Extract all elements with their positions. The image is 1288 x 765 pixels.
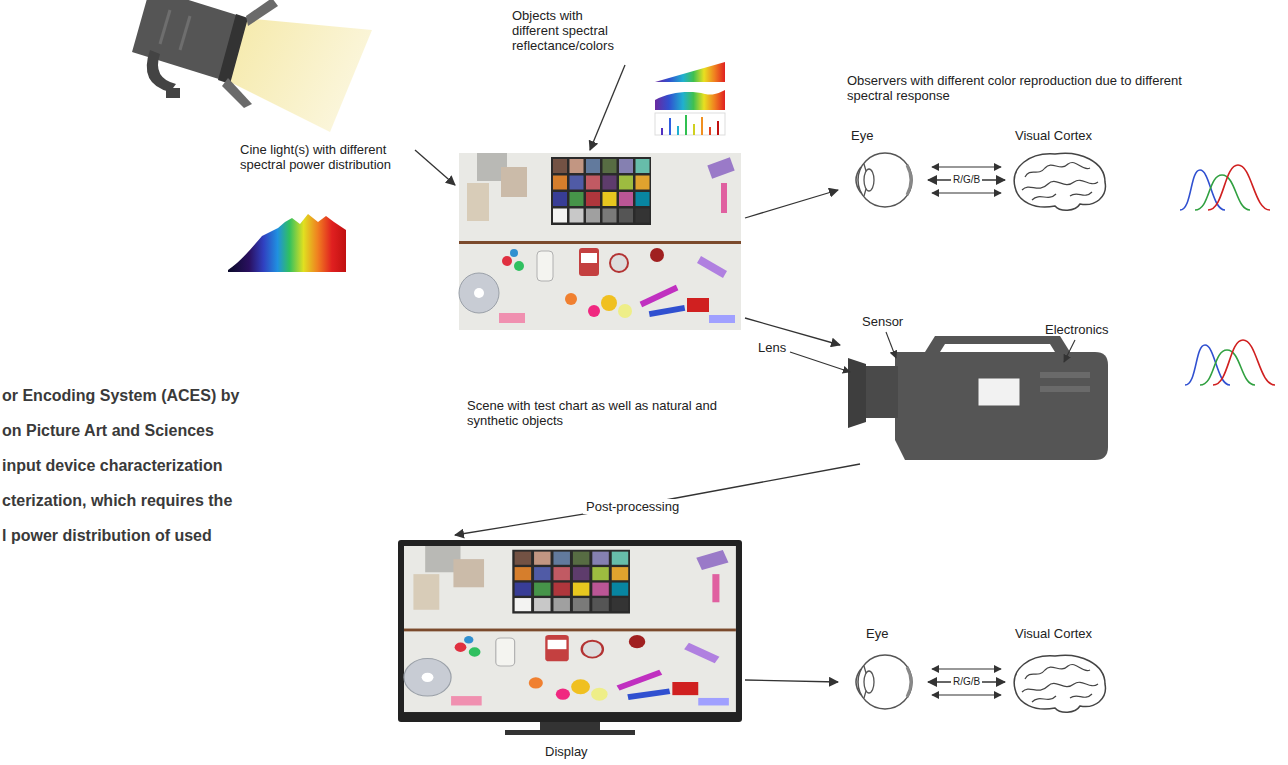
cine-light — [132, 0, 278, 108]
drawing-part — [180, 16, 190, 50]
drawing-part — [895, 352, 1108, 460]
drawing-part — [655, 113, 725, 135]
brain-drawing — [1014, 153, 1105, 210]
drawing-part — [661, 128, 663, 135]
node-label: Eye — [851, 128, 873, 143]
flow-arrow — [455, 464, 860, 535]
drawing-part — [398, 540, 742, 722]
body-text: or Encoding System (ACES) by — [2, 386, 239, 406]
reflectance-spectrum — [655, 62, 725, 82]
brain-icon: Visual Cortex — [1005, 125, 1115, 215]
drawing-part — [978, 378, 1020, 406]
drawing-part — [218, 14, 248, 84]
signal-arrow — [932, 668, 1001, 669]
edge-label: R/G/B — [951, 174, 982, 186]
node-label: Objects with different spectral reflecta… — [512, 8, 632, 53]
drawing-part — [147, 50, 176, 92]
body-text: l power distribution of used — [2, 526, 212, 546]
signal-arrow — [932, 694, 1001, 695]
node-label: Visual Cortex — [1015, 626, 1092, 641]
display-monitor: Display — [395, 535, 745, 763]
scene-photo — [459, 153, 741, 330]
drawing-part — [404, 546, 736, 712]
drawing-part — [222, 78, 252, 108]
node-label: Scene with test chart as well as natural… — [467, 398, 732, 428]
spectral-curves — [1185, 340, 1275, 385]
signal-arrow — [932, 192, 1001, 193]
drawing-part — [1040, 372, 1090, 378]
leader-line — [790, 352, 850, 372]
flow-arrow — [590, 65, 625, 150]
flow-arrow — [745, 680, 838, 682]
drawing-part — [693, 124, 695, 135]
body-text: cterization, which requires the — [2, 491, 232, 511]
drawing-part — [540, 722, 600, 730]
brain-icon: Visual Cortex — [1005, 622, 1115, 714]
drawing-part — [685, 115, 687, 135]
reflectance-spectrum — [655, 113, 725, 135]
node-label: Electronics — [1045, 322, 1109, 337]
drawing-part — [1040, 386, 1090, 392]
drawing-part — [701, 117, 703, 135]
drawing-part — [246, 0, 278, 26]
node-label: Visual Cortex — [1015, 128, 1092, 143]
drawing-part — [669, 118, 671, 135]
eye-drawing — [856, 153, 912, 207]
eye-drawing — [856, 655, 912, 709]
drawing-part — [864, 366, 898, 418]
object-note: Objects with different spectral reflecta… — [510, 5, 635, 65]
edge-label: R/G/B — [951, 676, 982, 688]
body-text: on Picture Art and Sciences — [2, 421, 214, 441]
leader-line — [1064, 340, 1075, 362]
eye-icon: Eye — [838, 125, 928, 215]
drawing-part — [848, 358, 866, 428]
eye-icon: Eye — [838, 622, 928, 714]
drawing-part — [160, 10, 170, 44]
body-text: input device characterization — [2, 456, 223, 476]
camera-icon: LensSensorElectronics — [840, 312, 1180, 464]
light-source: Cine light(s) with different spectral po… — [140, 0, 415, 280]
drawing-part — [709, 127, 711, 135]
heading-note: Observers with different color reproduct… — [847, 73, 1202, 103]
leader-line — [886, 332, 896, 358]
light-beam — [226, 18, 372, 132]
edge-label: Post-processing — [583, 499, 682, 514]
node-label: Lens — [758, 340, 786, 355]
flow-arrow — [415, 150, 455, 185]
drawing-part — [717, 121, 719, 135]
display-drawing — [398, 540, 742, 735]
node-label: Eye — [866, 626, 888, 641]
camera-drawing — [848, 336, 1108, 460]
reflectance-spectrum — [655, 90, 725, 110]
scene-photo: Scene with test chart as well as natural… — [455, 150, 745, 440]
signal-arrow — [932, 166, 1001, 167]
drawing-part — [677, 126, 679, 135]
drawing-part — [505, 730, 635, 735]
spectral-curves — [1180, 165, 1270, 210]
flow-arrow — [745, 190, 838, 218]
drawing-part — [166, 88, 180, 98]
drawing-part — [925, 336, 1070, 352]
spectrum-graph — [228, 214, 346, 272]
node-label: Cine light(s) with different spectral po… — [240, 142, 412, 172]
brain-drawing — [1014, 655, 1105, 712]
node-label: Sensor — [862, 314, 903, 329]
node-label: Display — [545, 744, 588, 759]
